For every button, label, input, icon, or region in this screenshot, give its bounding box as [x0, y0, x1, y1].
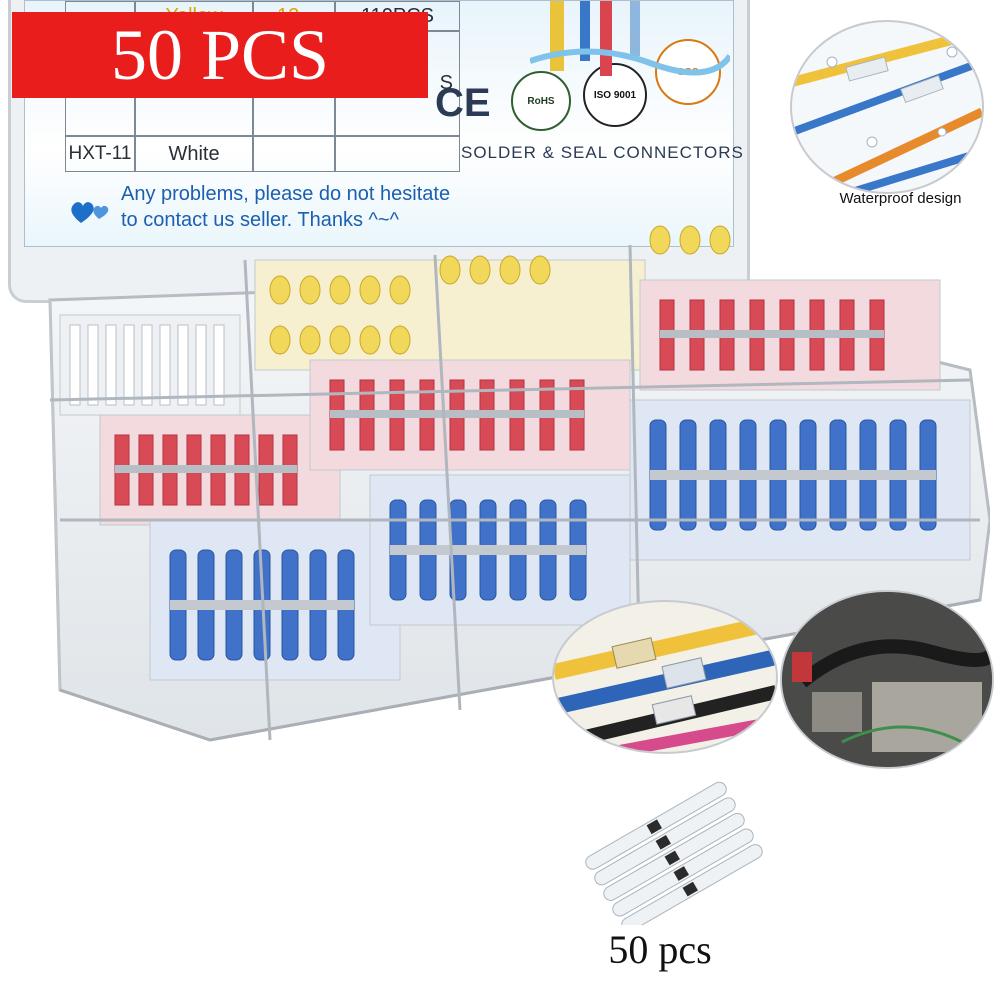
compartment-white [59, 314, 241, 416]
connector-closeup [585, 781, 763, 925]
spliced-wires-illustration [554, 614, 776, 752]
waterproof-inset-image [790, 20, 984, 194]
waterproof-caption: Waterproof design [839, 190, 962, 207]
ce-mark: CE [435, 81, 491, 125]
quantity-caption: 50 pcs [608, 927, 712, 972]
table-cell: White [135, 136, 253, 172]
quantity-badge: 50 PCS [12, 12, 428, 98]
table-cell [253, 136, 335, 172]
connector-storage-box [48, 225, 990, 742]
rohs-seal: RoHS [511, 71, 571, 131]
product-title: SOLDER & SEAL CONNECTORS [461, 143, 744, 162]
heart-icon [71, 202, 109, 223]
contact-notice: Any problems, please do not hesitate to … [73, 181, 473, 233]
lid-tube-illustration [530, 1, 730, 76]
compartment-yellow [254, 225, 731, 371]
wires-inset-image [552, 600, 778, 754]
compartment-red [99, 279, 941, 526]
notice-line-1: Any problems, please do not hesitate [121, 183, 451, 205]
table-cell: HXT-11 [65, 136, 135, 172]
waterproof-illustration [792, 27, 982, 192]
iso-seal-text: ISO 9001 [593, 89, 637, 101]
rohs-seal-text: RoHS [527, 95, 555, 107]
compartment-blue [149, 399, 971, 681]
engine-inset-image [780, 590, 994, 769]
engine-illustration [782, 592, 992, 767]
iso-seal: ISO 9001 [583, 63, 647, 127]
notice-line-2: to contact us seller. Thanks ^~^ [121, 209, 399, 231]
table-cell [335, 136, 460, 172]
